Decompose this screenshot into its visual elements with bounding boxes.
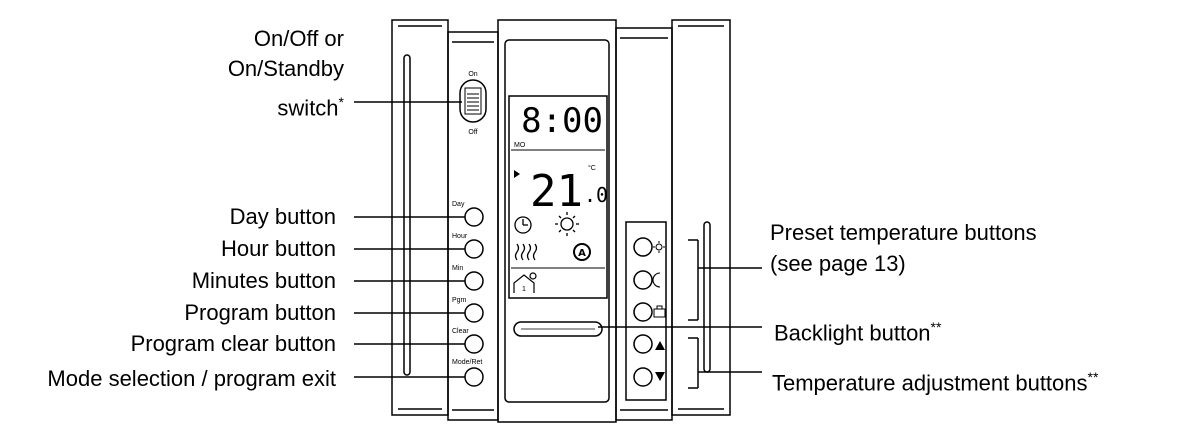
program-clear-button-label: Program clear button [130, 331, 336, 356]
moon-icon [652, 272, 661, 288]
switch-label-line1: On/Off or [253, 26, 344, 51]
right-leader-lines [598, 239, 762, 389]
preset-label-line1: Preset temperature buttons [770, 220, 1037, 245]
left-leader-lines [354, 101, 465, 378]
right-key-panel [615, 27, 673, 421]
display-day: MO [514, 142, 526, 149]
mode-selection-label: Mode selection / program exit [47, 366, 336, 391]
display-temperature: 21 [530, 166, 583, 217]
switch-footnote-mark: * [338, 94, 344, 110]
temperature-adjust-label: Temperature adjustment buttons** [772, 369, 1099, 396]
preset-comfort-button[interactable] [633, 237, 653, 257]
sun-icon [555, 212, 579, 236]
key-clear-label: Clear [452, 328, 469, 335]
display-program-number: 1 [522, 286, 526, 293]
home-program-icon [513, 272, 537, 293]
day-button[interactable] [464, 207, 484, 227]
display-auto-label: A [578, 248, 586, 259]
switch-label-line2: On/Standby [227, 56, 344, 81]
auto-mode-icon [573, 243, 591, 261]
sun-small-icon [653, 241, 665, 253]
mode-button[interactable] [464, 367, 484, 387]
clock-icon [514, 216, 532, 234]
minutes-button-label: Minutes button [191, 268, 336, 293]
onoff-switch[interactable] [459, 79, 487, 123]
right-outer-flap [671, 19, 731, 416]
key-pgm-label: Pgm [452, 297, 467, 304]
display-temperature-decimal: .0 [584, 183, 608, 207]
switch-off-label: Off [468, 129, 477, 136]
key-hour-label: Hour [452, 233, 468, 240]
switch-label-line3: switch* [277, 94, 344, 121]
switch-on-label: On [468, 71, 477, 78]
preset-away-button[interactable] [633, 302, 653, 322]
program-button[interactable] [464, 303, 484, 323]
preset-label-line2: (see page 13) [770, 251, 906, 276]
backlight-footnote-mark: ** [930, 319, 942, 335]
temperature-down-button[interactable] [633, 367, 653, 387]
display-time: 8:00 [521, 101, 603, 141]
program-clear-button[interactable] [464, 334, 484, 354]
heating-icon [514, 243, 538, 261]
hour-button[interactable] [464, 239, 484, 259]
minutes-button[interactable] [464, 271, 484, 291]
day-button-label: Day button [229, 204, 336, 229]
suitcase-icon [653, 305, 666, 318]
hour-button-label: Hour button [221, 236, 336, 261]
preset-night-button[interactable] [633, 270, 653, 290]
arrow-down-icon [655, 372, 665, 381]
arrow-up-icon [655, 341, 665, 350]
key-min-label: Min [452, 265, 463, 272]
display-unit: °C [588, 164, 596, 172]
temperature-up-button[interactable] [633, 334, 653, 354]
temperature-adjust-footnote-mark: ** [1087, 369, 1099, 385]
lcd-display [508, 95, 608, 299]
key-mode-label: Mode/Ret [452, 359, 482, 366]
backlight-label: Backlight button** [774, 319, 942, 346]
program-button-label: Program button [184, 300, 336, 325]
display-arrow-icon [514, 170, 520, 178]
key-day-label: Day [452, 201, 465, 208]
